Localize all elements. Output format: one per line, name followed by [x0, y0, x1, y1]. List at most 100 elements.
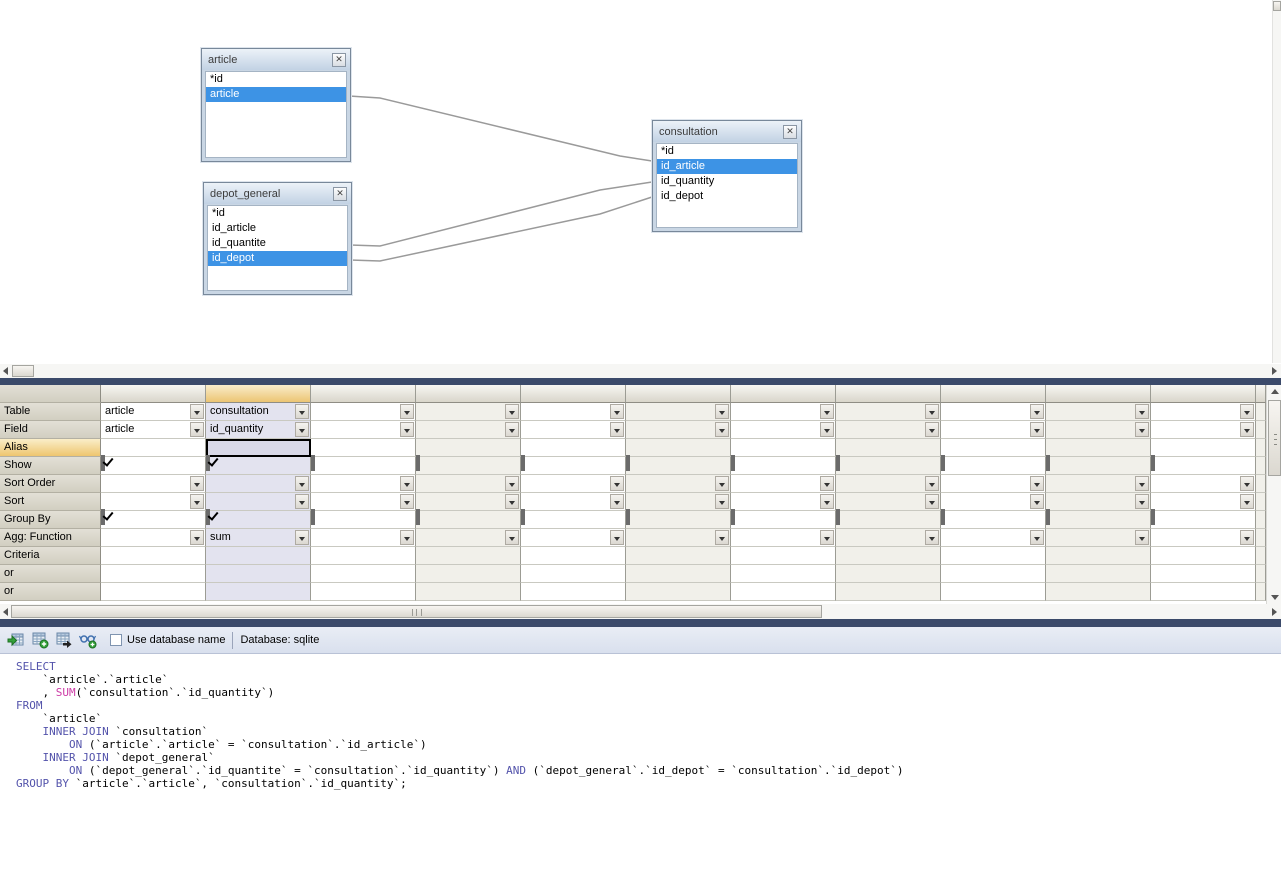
grid-cell-criteria-col11[interactable] — [1151, 547, 1256, 565]
grid-cell-agg-col3[interactable] — [311, 529, 416, 547]
grid-cell-group_by-col3[interactable] — [311, 509, 416, 529]
grid-cell-alias-col4[interactable] — [416, 439, 521, 457]
agg-dropdown-icon[interactable] — [820, 530, 834, 545]
table-field[interactable]: id_quantite — [212, 237, 266, 249]
grid-cell-show-col3[interactable] — [311, 455, 416, 475]
grid-cell-or2-col10[interactable] — [1046, 583, 1151, 601]
grid-cell-or2-col2[interactable] — [206, 583, 311, 601]
table-dropdown-icon[interactable] — [1240, 404, 1254, 419]
agg-dropdown-icon[interactable] — [505, 530, 519, 545]
sort-dropdown-icon[interactable] — [715, 494, 729, 509]
sort-dropdown-icon[interactable] — [925, 494, 939, 509]
table-dropdown-icon[interactable] — [1030, 404, 1044, 419]
field-dropdown-icon[interactable] — [715, 422, 729, 437]
group_by-checkbox[interactable] — [416, 509, 420, 525]
grid-cell-sort-col7[interactable] — [731, 493, 836, 511]
grid-cell-group_by-col2[interactable] — [206, 509, 311, 529]
group_by-checkbox[interactable] — [941, 509, 945, 525]
grid-cell-or2-col3[interactable] — [311, 583, 416, 601]
sort_order-dropdown-icon[interactable] — [295, 476, 309, 491]
grid-cell-or2-col5[interactable] — [521, 583, 626, 601]
grid-cell-field-col7[interactable] — [731, 421, 836, 439]
grid-cell-show-col2[interactable] — [206, 455, 311, 475]
grid-cell-sort_order-col11[interactable] — [1151, 475, 1256, 493]
grid-vscrollbar[interactable] — [1266, 385, 1281, 604]
grid-cell-sort-col9[interactable] — [941, 493, 1046, 511]
sort_order-dropdown-icon[interactable] — [715, 476, 729, 491]
scroll-right-icon[interactable] — [1272, 367, 1277, 375]
grid-cell-sort_order-col9[interactable] — [941, 475, 1046, 493]
group_by-checkbox[interactable] — [101, 509, 105, 525]
grid-cell-criteria-col9[interactable] — [941, 547, 1046, 565]
grid-cell-sort_order-col8[interactable] — [836, 475, 941, 493]
group_by-checkbox[interactable] — [1046, 509, 1050, 525]
table-dropdown-icon[interactable] — [190, 404, 204, 419]
grid-cell-group_by-col9[interactable] — [941, 509, 1046, 529]
grid-cell-field-col9[interactable] — [941, 421, 1046, 439]
grid-cell-group_by-col11[interactable] — [1151, 509, 1256, 529]
show-checkbox[interactable] — [836, 455, 840, 471]
grid-cell-show-col7[interactable] — [731, 455, 836, 475]
table-window-titlebar[interactable]: article✕ — [202, 49, 350, 70]
grid-cell-agg-col9[interactable] — [941, 529, 1046, 547]
sql-editor[interactable]: SELECT `article`.`article` , SUM(`consul… — [0, 654, 1281, 885]
grid-cell-alias-col3[interactable] — [311, 439, 416, 457]
table-field[interactable]: id_article — [657, 159, 797, 174]
grid-cell-sort-col2[interactable] — [206, 493, 311, 511]
sort-dropdown-icon[interactable] — [190, 494, 204, 509]
table-dropdown-icon[interactable] — [1135, 404, 1149, 419]
grid-cell-show-col8[interactable] — [836, 455, 941, 475]
row-label-field[interactable]: Field — [0, 421, 101, 439]
grid-cell-table-col3[interactable] — [311, 403, 416, 421]
agg-dropdown-icon[interactable] — [295, 530, 309, 545]
agg-dropdown-icon[interactable] — [1135, 530, 1149, 545]
grid-cell-or1-col7[interactable] — [731, 565, 836, 583]
grid-cell-agg-col5[interactable] — [521, 529, 626, 547]
grid-cell-table-col8[interactable] — [836, 403, 941, 421]
grid-cell-group_by-col4[interactable] — [416, 509, 521, 529]
sort_order-dropdown-icon[interactable] — [820, 476, 834, 491]
grid-cell-group_by-col10[interactable] — [1046, 509, 1151, 529]
find-glasses-plus-icon[interactable] — [78, 631, 97, 649]
grid-cell-criteria-col5[interactable] — [521, 547, 626, 565]
field-dropdown-icon[interactable] — [610, 422, 624, 437]
grid-cell-agg-col7[interactable] — [731, 529, 836, 547]
close-icon[interactable]: ✕ — [783, 124, 797, 139]
column-header-1[interactable] — [101, 385, 206, 403]
add-table-icon[interactable] — [7, 631, 25, 649]
scroll-left-icon[interactable] — [3, 608, 8, 616]
grid-cell-alias-col11[interactable] — [1151, 439, 1256, 457]
row-label-group_by[interactable]: Group By — [0, 511, 101, 529]
grid-cell-alias-col6[interactable] — [626, 439, 731, 457]
agg-dropdown-icon[interactable] — [925, 530, 939, 545]
grid-cell-agg-col4[interactable] — [416, 529, 521, 547]
grid-cell-or2-col6[interactable] — [626, 583, 731, 601]
grid-cell-show-col9[interactable] — [941, 455, 1046, 475]
grid-cell-or2-col4[interactable] — [416, 583, 521, 601]
grid-cell-field-col1[interactable]: article — [101, 421, 206, 439]
grid-cell-sort-col8[interactable] — [836, 493, 941, 511]
grid-cell-or1-col8[interactable] — [836, 565, 941, 583]
table-dropdown-icon[interactable] — [820, 404, 834, 419]
grid-cell-show-col11[interactable] — [1151, 455, 1256, 475]
row-label-or1[interactable]: or — [0, 565, 101, 583]
grid-cell-sort-col1[interactable] — [101, 493, 206, 511]
grid-cell-or1-col11[interactable] — [1151, 565, 1256, 583]
grid-cell-or2-col8[interactable] — [836, 583, 941, 601]
grid-cell-sort-col4[interactable] — [416, 493, 521, 511]
grid-cell-group_by-col6[interactable] — [626, 509, 731, 529]
field-dropdown-icon[interactable] — [400, 422, 414, 437]
column-header-8[interactable] — [836, 385, 941, 403]
agg-dropdown-icon[interactable] — [190, 530, 204, 545]
row-label-sort[interactable]: Sort — [0, 493, 101, 511]
grid-cell-sort_order-col4[interactable] — [416, 475, 521, 493]
show-checkbox[interactable] — [521, 455, 525, 471]
grid-cell-sort_order-col1[interactable] — [101, 475, 206, 493]
diagram-hscrollbar-thumb[interactable] — [12, 365, 34, 377]
grid-cell-table-col10[interactable] — [1046, 403, 1151, 421]
column-header-4[interactable] — [416, 385, 521, 403]
sort_order-dropdown-icon[interactable] — [925, 476, 939, 491]
column-header-10[interactable] — [1046, 385, 1151, 403]
grid-cell-show-col5[interactable] — [521, 455, 626, 475]
grid-cell-or1-col9[interactable] — [941, 565, 1046, 583]
